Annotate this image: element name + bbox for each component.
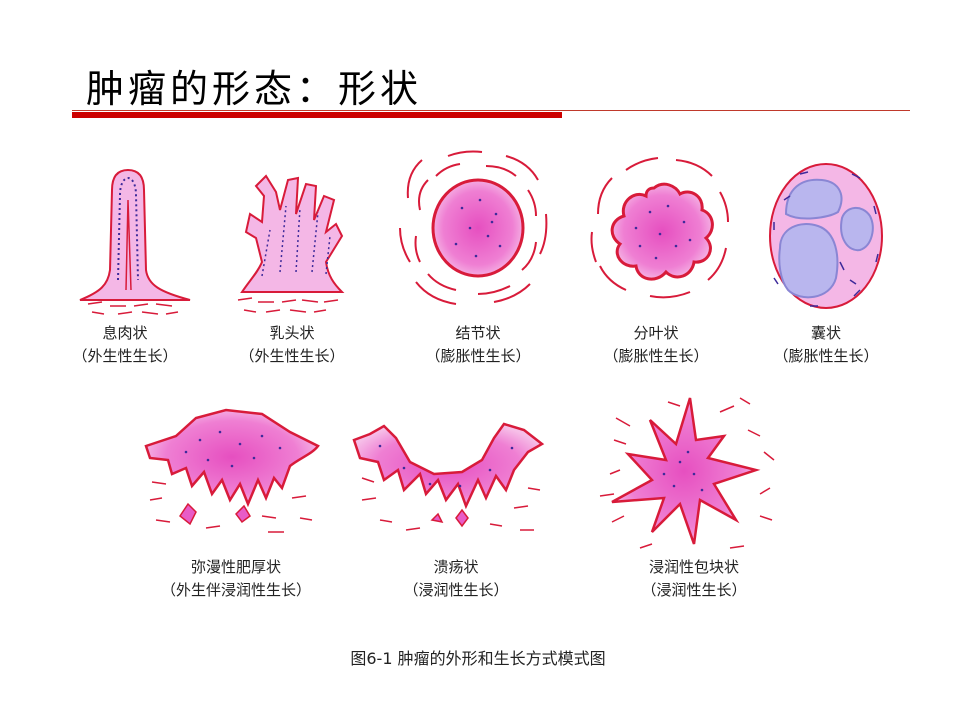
growth-nodular: （膨胀性生长）	[425, 347, 530, 365]
diffuse-hypertrophic-illustration	[144, 408, 320, 533]
growth-papillary: （外生性生长）	[239, 347, 344, 365]
label-cystic: 囊状	[811, 324, 841, 342]
label-papillary: 乳头状	[269, 324, 314, 342]
label-ulcerative: 溃疡状	[433, 558, 478, 576]
papillary-illustration	[237, 174, 345, 313]
infiltrating-mass-illustration	[599, 397, 775, 549]
cystic-illustration	[769, 163, 883, 309]
growth-diffuse-hypertrophic: （外生伴浸润性生长）	[161, 581, 311, 599]
growth-cystic: （膨胀性生长）	[773, 347, 878, 365]
growth-infiltrating-mass: （浸润性生长）	[641, 581, 746, 599]
figure-caption: 图6-1 肿瘤的外形和生长方式模式图	[350, 649, 605, 668]
polypoid-illustration	[79, 168, 191, 315]
title-divider-thick	[72, 112, 562, 118]
label-lobulated: 分叶状	[633, 324, 678, 342]
nodular-illustration	[399, 150, 548, 305]
slide-title: 肿瘤的形态：形状	[86, 67, 423, 111]
label-nodular: 结节状	[455, 324, 500, 342]
growth-lobulated: （膨胀性生长）	[603, 347, 708, 365]
ulcerative-illustration	[352, 422, 545, 531]
label-infiltrating-mass: 浸润性包块状	[649, 558, 739, 576]
label-diffuse-hypertrophic: 弥漫性肥厚状	[191, 558, 281, 576]
growth-ulcerative: （浸润性生长）	[403, 581, 508, 599]
title-divider-thin	[72, 110, 910, 111]
growth-polypoid: （外生性生长）	[72, 347, 177, 365]
label-polypoid: 息肉状	[102, 324, 147, 342]
lobulated-illustration	[590, 157, 729, 299]
